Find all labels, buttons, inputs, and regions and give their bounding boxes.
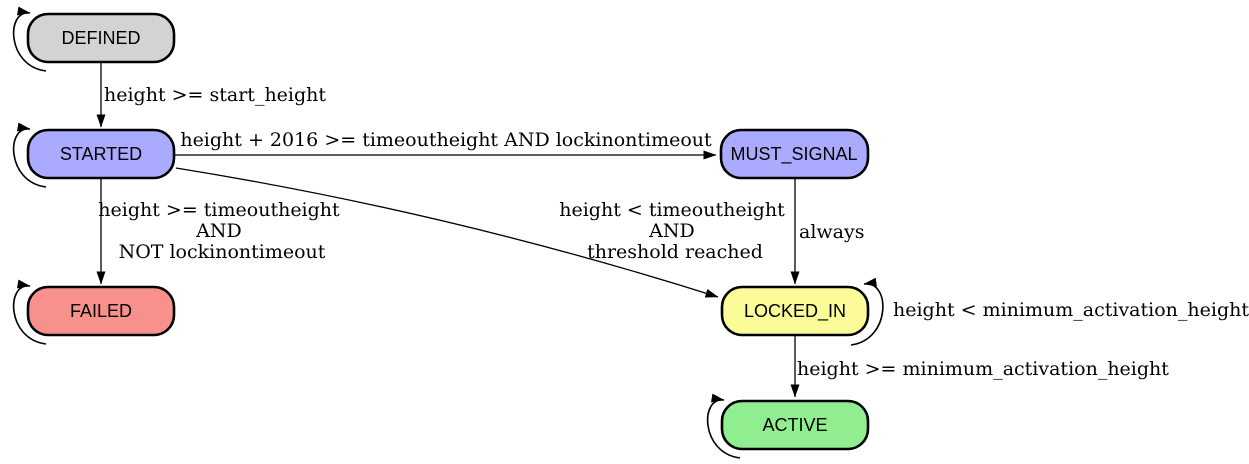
state-node-active: ACTIVE xyxy=(720,399,870,451)
locked-in-label: LOCKED_IN xyxy=(744,301,846,322)
started-label: STARTED xyxy=(60,144,142,164)
active-box xyxy=(720,399,870,451)
edge-label-started-to-must-signal: height + 2016 >= timeoutheight AND locki… xyxy=(180,129,712,151)
self-loop-defined xyxy=(12,6,47,72)
state-node-defined: DEFINED xyxy=(26,12,176,64)
state-node-must-signal: MUST_SIGNAL xyxy=(719,128,870,180)
self-loop-started xyxy=(12,122,47,188)
edge-label-must-signal-to-locked-in: always xyxy=(799,221,864,243)
must-signal-box xyxy=(719,128,870,180)
self-loop-active xyxy=(706,393,741,459)
edge-label-started-to-failed: height >= timeoutheight AND NOT lockinon… xyxy=(98,199,345,263)
state-node-started: STARTED xyxy=(26,128,176,180)
edge-label-defined-to-started: height >= start_height xyxy=(104,84,326,106)
edge-label-locked-in-self-loop: height < minimum_activation_height xyxy=(893,299,1249,321)
edge-label-locked-in-to-active: height >= minimum_activation_height xyxy=(797,358,1169,380)
self-loop-locked-in xyxy=(850,277,884,346)
edge-started-to-locked-in xyxy=(175,167,719,298)
locked-in-box xyxy=(720,285,870,337)
failed-box xyxy=(26,285,176,337)
started-box xyxy=(26,128,176,180)
edge-label-started-to-locked-in: height < timeoutheight AND threshold rea… xyxy=(559,199,791,263)
failed-label: FAILED xyxy=(70,301,132,321)
defined-box xyxy=(26,12,176,64)
self-loop-failed xyxy=(12,279,47,345)
state-node-locked-in: LOCKED_IN xyxy=(720,285,870,337)
active-label: ACTIVE xyxy=(762,415,827,435)
must-signal-label: MUST_SIGNAL xyxy=(730,144,857,165)
defined-label: DEFINED xyxy=(61,28,140,48)
state-node-failed: FAILED xyxy=(26,285,176,337)
